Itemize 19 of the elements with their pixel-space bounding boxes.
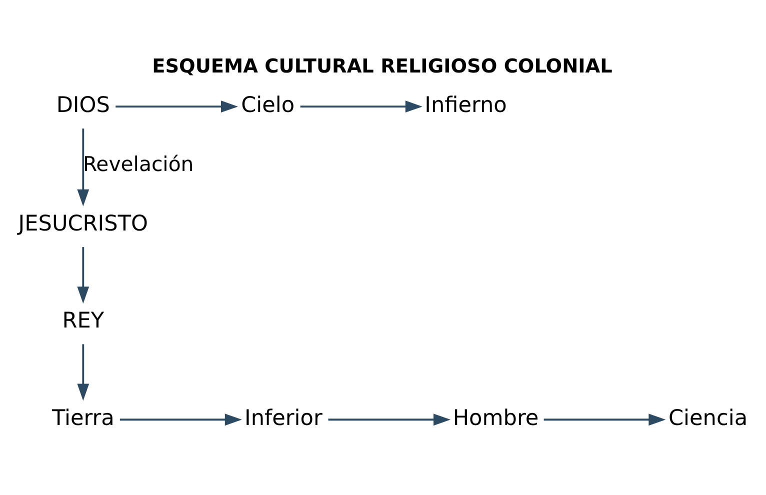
node-text: Cielo: [241, 92, 295, 118]
arrow: [328, 414, 451, 426]
node-text: Tierra: [52, 406, 114, 431]
node-text: Ciencia: [668, 406, 748, 431]
node-text: JESUCRISTO: [18, 212, 148, 237]
arrow: [116, 100, 238, 113]
diagram-title: ESQUEMA CULTURAL RELIGIOSO COLONIAL: [152, 54, 612, 78]
arrow: [77, 247, 90, 304]
node-text: REY: [62, 308, 104, 334]
arrow: [300, 100, 422, 113]
edge-label: Revelación: [82, 152, 194, 176]
node-text: DIOS: [56, 92, 110, 118]
arrow: [544, 414, 666, 426]
node-text: Infierno: [424, 92, 507, 118]
arrow: [77, 128, 90, 206]
arrow: [120, 414, 242, 426]
arrow: [77, 344, 90, 401]
node-text: Inferior: [244, 406, 322, 431]
node-text: Hombre: [452, 406, 539, 431]
